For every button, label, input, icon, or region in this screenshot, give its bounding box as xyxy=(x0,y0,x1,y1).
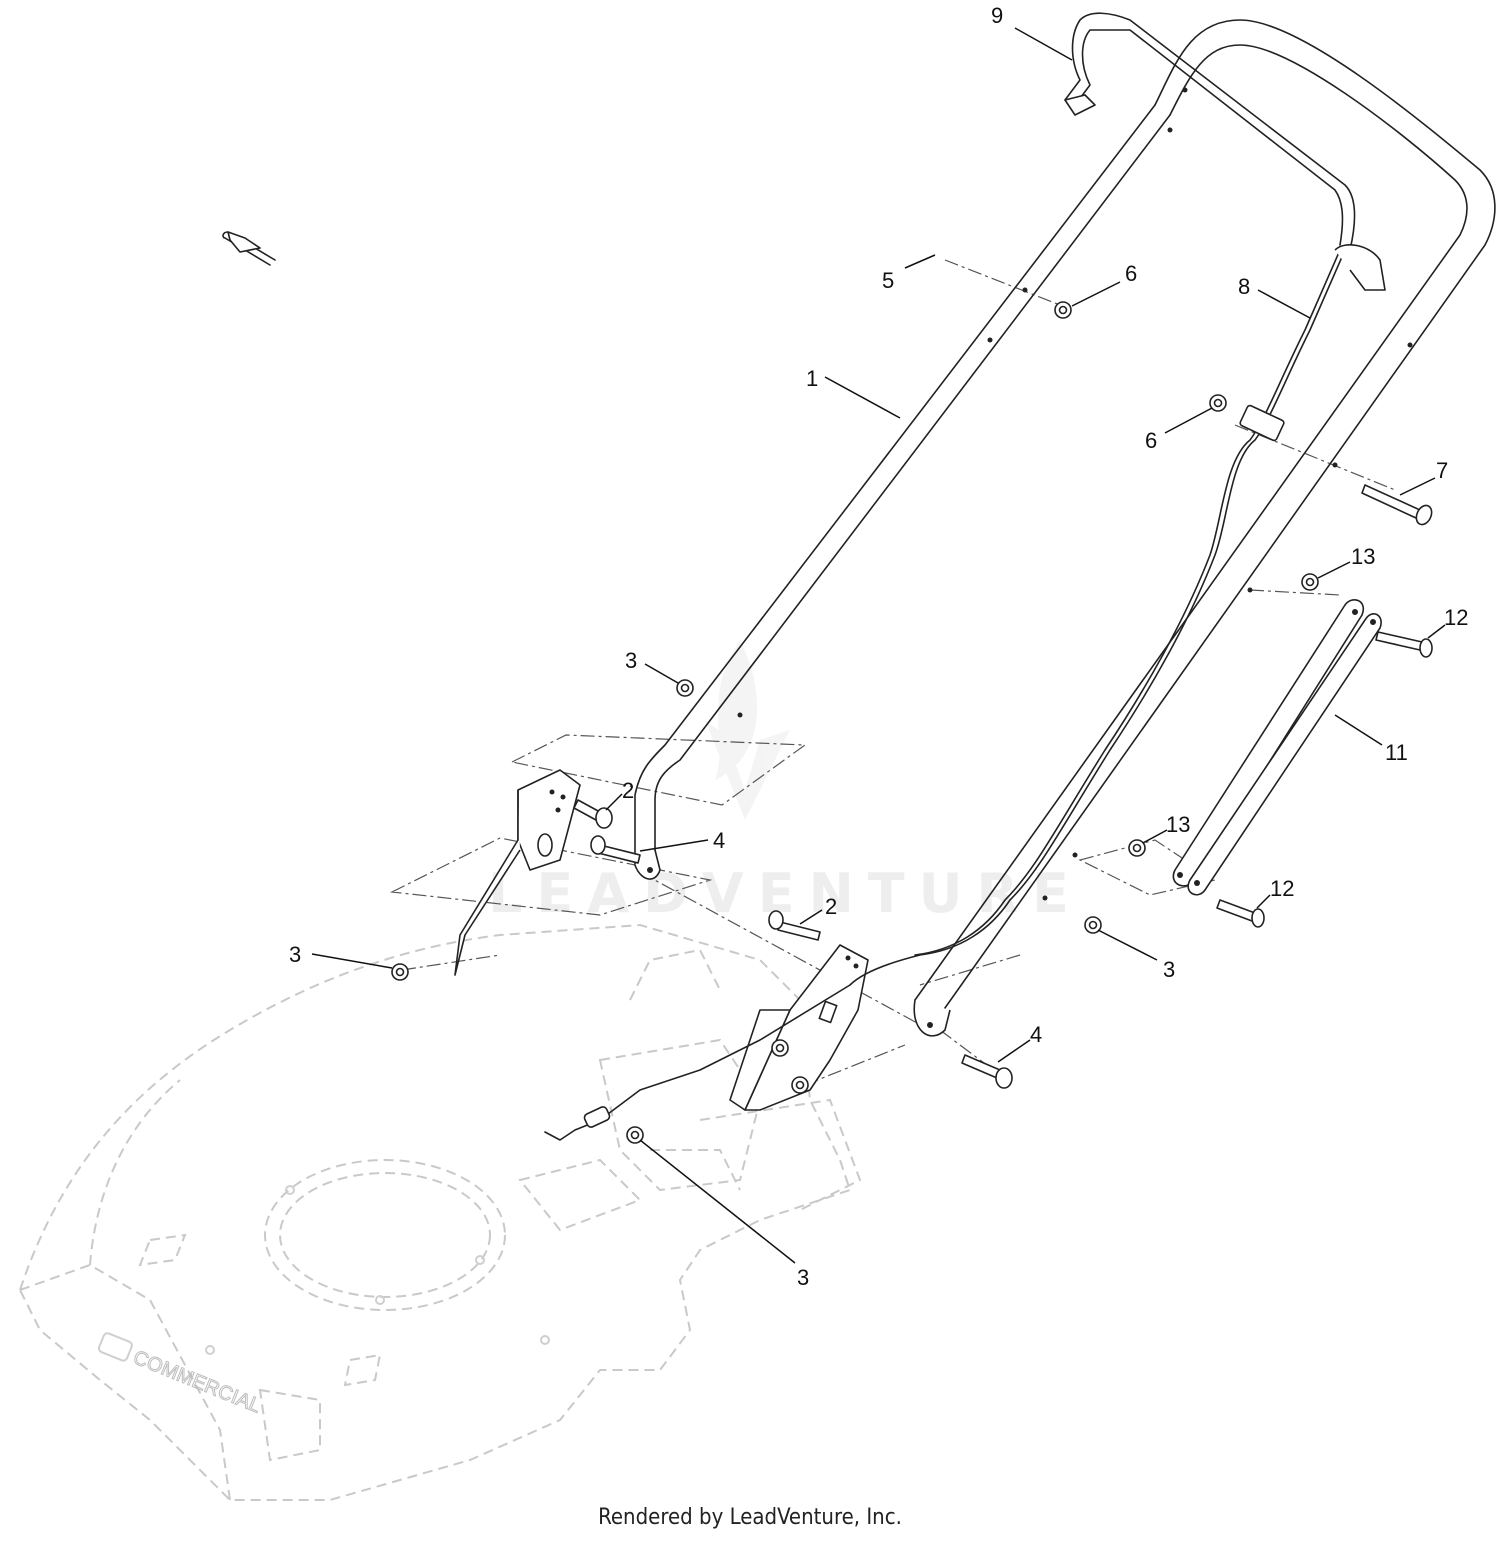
render-credit: Rendered by LeadVenture, Inc. xyxy=(598,1505,902,1530)
callout-11: 11 xyxy=(1385,740,1408,765)
bolt-2-left xyxy=(573,799,613,829)
control-cable xyxy=(544,249,1346,1141)
bolt-4-right xyxy=(961,1054,1013,1089)
callout-9: 9 xyxy=(991,3,1003,28)
callout-3-bottom: 3 xyxy=(797,1265,809,1290)
callout-labels: 9 5 6 8 1 6 7 13 12 11 3 2 4 13 12 2 3 3… xyxy=(289,3,1468,1290)
bolt-4-left xyxy=(590,835,641,864)
bolt-12-lower xyxy=(1216,899,1265,928)
callout-13-upper: 13 xyxy=(1351,544,1375,569)
callout-3-upper-left: 3 xyxy=(625,648,637,673)
nut-13-lower xyxy=(1128,839,1146,857)
nut-3-bottom xyxy=(626,1126,644,1144)
callout-2-left: 2 xyxy=(622,778,634,803)
watermark-flame-icon xyxy=(705,640,790,820)
callout-6-upper: 6 xyxy=(1125,261,1137,286)
nut-3-right xyxy=(1084,916,1102,934)
callout-12-upper: 12 xyxy=(1444,605,1468,630)
deck-logo: COMMERCIAL xyxy=(97,1332,264,1418)
handle-link xyxy=(1172,599,1382,896)
leader-lines xyxy=(311,27,1446,1264)
hardware xyxy=(222,231,1433,1144)
callout-4-left: 4 xyxy=(713,828,725,853)
callout-6-lower: 6 xyxy=(1145,428,1157,453)
control-bail xyxy=(1064,12,1386,291)
callout-3-right: 3 xyxy=(1163,957,1175,982)
callout-3-left: 3 xyxy=(289,942,301,967)
hairpin-5 xyxy=(222,231,276,266)
callout-5: 5 xyxy=(882,268,894,293)
callout-4-right: 4 xyxy=(1030,1022,1042,1047)
bracket-nut-lower xyxy=(791,1076,809,1094)
mower-deck: COMMERCIAL xyxy=(18,923,862,1501)
nut-6-upper xyxy=(1054,301,1072,319)
right-handle-bracket xyxy=(729,944,869,1111)
nut-3-upper-left xyxy=(676,679,694,697)
callout-13-lower: 13 xyxy=(1166,812,1190,837)
bracket-nut-upper xyxy=(771,1039,789,1057)
callout-8: 8 xyxy=(1238,274,1250,299)
alignment-planes xyxy=(389,259,1396,1086)
deck-logo-text: COMMERCIAL xyxy=(130,1346,264,1417)
nut-6-lower xyxy=(1209,394,1227,412)
nut-13-upper xyxy=(1301,573,1319,591)
upper-handle xyxy=(634,19,1496,1037)
callout-7: 7 xyxy=(1436,458,1448,483)
bolt-7 xyxy=(1361,484,1433,526)
bolt-12-upper xyxy=(1375,631,1433,658)
bolt-2-right xyxy=(768,910,821,941)
nut-3-left xyxy=(391,963,409,981)
callout-2-right: 2 xyxy=(825,894,837,919)
left-handle-bracket xyxy=(454,769,581,976)
callout-12-lower: 12 xyxy=(1270,876,1294,901)
callout-1: 1 xyxy=(806,366,818,391)
